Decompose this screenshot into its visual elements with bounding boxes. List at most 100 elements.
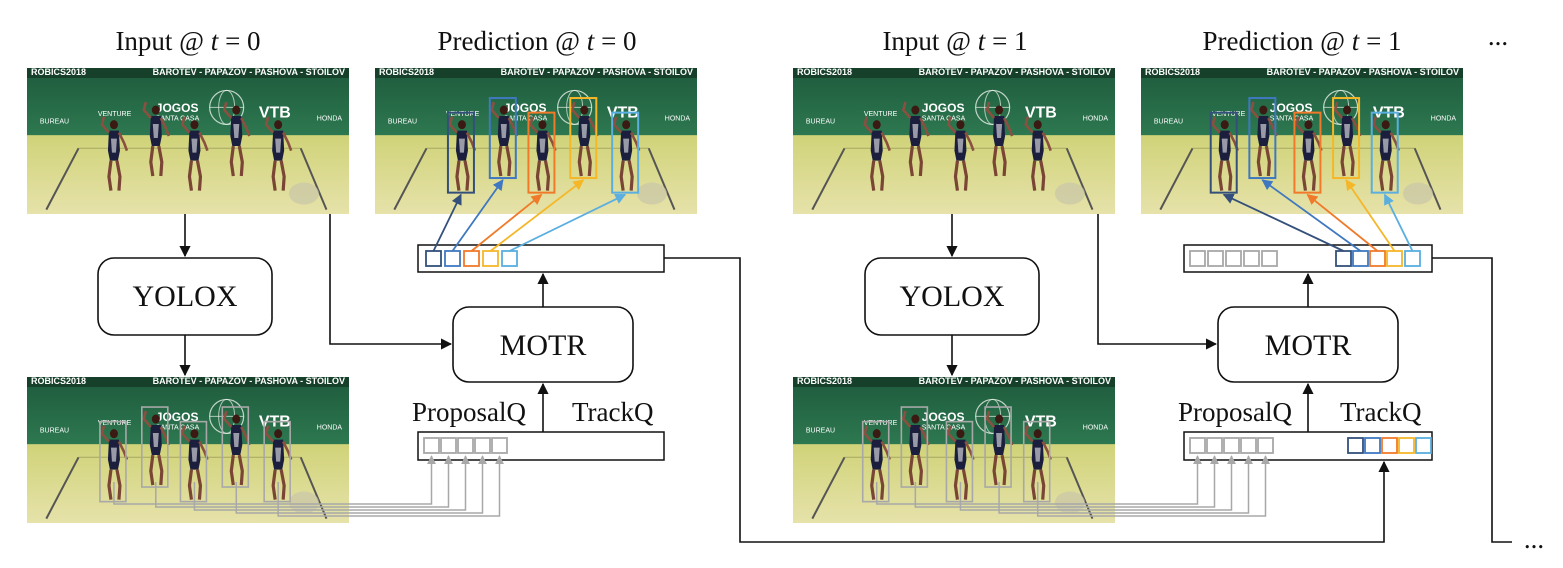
header-prediction-t1: Prediction @ t = 1 [1202, 26, 1401, 56]
output-track-query-t1 [1386, 250, 1403, 267]
banner-right-text: BAROTEV - PAPAZOV - PASHOVA - STOILOV [501, 67, 693, 77]
prediction-frame-t0: ROBICS2018 BAROTEV - PAPAZOV - PASHOVA - … [375, 67, 697, 214]
sponsor-jogos-text: JOGOS [922, 101, 965, 115]
sponsor-honda-text: HONDA [1431, 116, 1457, 123]
sponsor-bureau-text: BUREAU [806, 118, 835, 125]
sponsor-venture-text: VENTURE [446, 111, 480, 118]
line-trackq-t1-onward [1432, 257, 1512, 543]
output-proposal-query-t1 [1243, 250, 1260, 267]
floor-line-left [1159, 147, 1194, 211]
sponsor-casa-text: SANTA CASA [922, 116, 966, 123]
header-input-t1: Input @ t = 1 [882, 26, 1027, 56]
sponsor-honda-text: HONDA [317, 425, 343, 432]
proposal-box [945, 420, 974, 503]
track-box [611, 111, 640, 194]
output-track-query-t1 [1335, 250, 1352, 267]
prediction-link [489, 179, 585, 252]
header-prediction-t0: Prediction @ t = 0 [437, 26, 636, 56]
proposal-query-t1 [1223, 437, 1240, 454]
arena-wall [27, 68, 349, 136]
proposal-query-t1 [1189, 437, 1206, 454]
proposal-query-t1 [1240, 437, 1257, 454]
track-box [1332, 97, 1361, 180]
sponsor-bureau-text: BUREAU [40, 427, 69, 434]
sponsor-jogos-text: JOGOS [156, 410, 199, 424]
sponsor-casa-text: SANTA CASA [156, 425, 200, 432]
continuation-bottom: ... [1524, 524, 1544, 554]
arrow-input-to-motr-t1 [1097, 214, 1218, 350]
continuation-top: ... [1488, 21, 1508, 51]
banner-strip [27, 68, 349, 78]
track-box [1370, 111, 1399, 194]
detection-link [1036, 455, 1270, 517]
sponsor-venture-text: VENTURE [1212, 111, 1246, 118]
prediction-link [451, 179, 504, 252]
banner-right-text: BAROTEV - PAPAZOV - PASHOVA - STOILOV [153, 67, 345, 77]
detection-link [277, 455, 504, 517]
flow-arrows [179, 214, 1512, 543]
track-box [1248, 97, 1277, 180]
sponsor-honda-text: HONDA [1083, 425, 1109, 432]
detection-link [998, 455, 1253, 514]
motr-label-t0: MOTR [500, 329, 587, 362]
output-proposal-query-t1 [1207, 250, 1224, 267]
banner-left-text: ROBICS2018 [797, 376, 852, 386]
track-box [1293, 111, 1322, 194]
prediction-link [432, 193, 462, 252]
proposal-query-t1 [1206, 437, 1223, 454]
banner-left-text: ROBICS2018 [1145, 67, 1200, 77]
yolox-label-t1: YOLOX [900, 280, 1005, 313]
sponsor-bureau-text: BUREAU [1154, 118, 1183, 125]
prediction-link [1261, 179, 1362, 252]
arena-wall [27, 377, 349, 445]
floor-watermark [636, 182, 667, 205]
banner-strip [793, 377, 1115, 387]
proposalq-label-t0: ProposalQ [412, 397, 527, 427]
track-box [527, 111, 556, 194]
output-proposal-query-t1 [1189, 250, 1206, 267]
banner-left-text: ROBICS2018 [379, 67, 434, 77]
prediction-frame-t1: ROBICS2018 BAROTEV - PAPAZOV - PASHOVA - … [1141, 67, 1463, 214]
sponsor-vtb-text: VTB [259, 105, 291, 122]
proposal-box [861, 420, 890, 503]
floor-watermark [1054, 491, 1085, 514]
trackq-label-t0: TrackQ [572, 397, 654, 427]
track-box [446, 111, 475, 194]
proposal-box [984, 406, 1012, 488]
proposal-box [99, 420, 127, 503]
banner-strip [27, 377, 349, 387]
proposal-query-t0 [423, 437, 440, 454]
input-track-query-t1 [1398, 437, 1415, 454]
input-track-query-t1 [1364, 437, 1381, 454]
input-track-query-t1 [1347, 437, 1364, 454]
header-input-t0: Input @ t = 0 [115, 26, 260, 56]
prediction-link [1306, 193, 1379, 252]
floor-line-left [811, 147, 846, 211]
proposal-query-t0 [474, 437, 491, 454]
floor-line-right [299, 456, 328, 520]
arena-wall [1141, 68, 1463, 136]
sponsor-jogos-text: JOGOS [1270, 101, 1313, 115]
arena-wall [793, 68, 1115, 136]
output-track-query-t0 [463, 250, 480, 267]
arena-wall [793, 377, 1115, 445]
prediction-link [1222, 193, 1344, 252]
banner-right-text: BAROTEV - PAPAZOV - PASHOVA - STOILOV [153, 376, 345, 386]
prediction-link [1383, 193, 1414, 252]
detection-link [155, 455, 453, 508]
query-squares [423, 250, 1432, 454]
proposal-box [1022, 420, 1051, 503]
banner-right-text: BAROTEV - PAPAZOV - PASHOVA - STOILOV [1267, 67, 1459, 77]
prediction-link [509, 193, 627, 252]
sponsor-bureau-text: BUREAU [40, 118, 69, 125]
proposal-query-t1 [1257, 437, 1274, 454]
floor-line-right [299, 147, 328, 211]
banner-right-text: BAROTEV - PAPAZOV - PASHOVA - STOILOV [919, 67, 1111, 77]
arrow-input-to-motr-t0 [329, 214, 453, 350]
banner-left-text: ROBICS2018 [31, 67, 86, 77]
output-track-query-t0 [425, 250, 442, 267]
sponsor-casa-text: SANTA CASA [1270, 116, 1314, 123]
